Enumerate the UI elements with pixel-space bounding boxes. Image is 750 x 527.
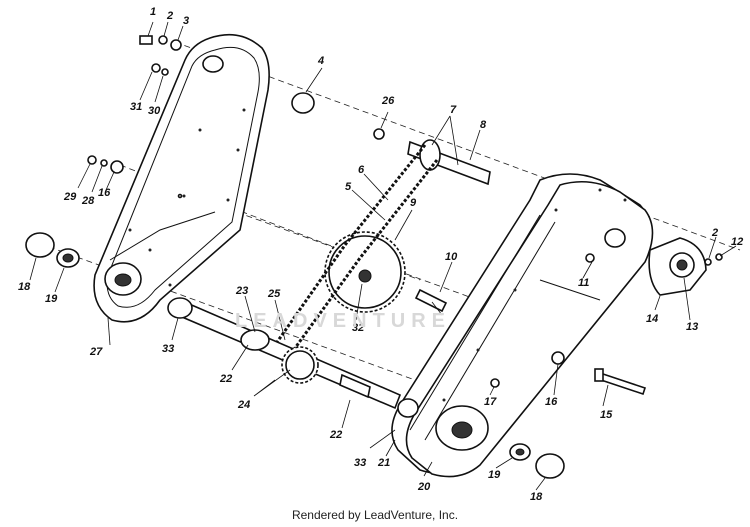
- callout-33-right: 33: [354, 457, 366, 469]
- callout-labels: 1 2 3 4 5 6 7 8 9 10 11 12 13 14 15 16 1…: [18, 6, 743, 503]
- callout-8: 8: [480, 119, 487, 131]
- leadventure-watermark: LEADVENTURE: [235, 310, 452, 332]
- callout-2-right: 2: [711, 227, 718, 239]
- callout-31: 31: [130, 101, 142, 113]
- callout-19-right: 19: [488, 469, 501, 481]
- pin-and-bolt: [414, 288, 647, 396]
- callout-3: 3: [183, 15, 189, 27]
- callout-5: 5: [345, 181, 352, 193]
- callout-26: 26: [381, 95, 395, 107]
- bearing-housing: [648, 237, 707, 296]
- callout-17: 17: [484, 396, 497, 408]
- callout-1: 1: [150, 6, 156, 18]
- callout-18-right: 18: [530, 491, 543, 503]
- callout-21: 21: [377, 457, 390, 469]
- callout-16-right: 16: [545, 396, 558, 408]
- leader-lines: [29, 21, 737, 491]
- callout-18-left: 18: [18, 281, 31, 293]
- callout-15: 15: [600, 409, 613, 421]
- callout-4: 4: [317, 55, 324, 67]
- callout-22-upper: 22: [219, 373, 232, 385]
- callout-27: 27: [89, 346, 103, 358]
- left-chain-case: [93, 33, 270, 323]
- callout-29: 29: [63, 191, 77, 203]
- upper-shaft: [291, 92, 491, 186]
- callout-10: 10: [445, 251, 458, 263]
- callout-23: 23: [235, 285, 248, 297]
- small-hardware: [25, 35, 723, 479]
- callout-28: 28: [81, 195, 95, 207]
- callout-20: 20: [417, 481, 431, 493]
- callout-7: 7: [450, 104, 457, 116]
- lower-shaft: [167, 297, 402, 410]
- callout-19-left: 19: [45, 293, 58, 305]
- callout-2: 2: [166, 10, 173, 22]
- callout-22-lower: 22: [329, 429, 342, 441]
- callout-32: 32: [352, 322, 364, 334]
- callout-6: 6: [358, 164, 365, 176]
- footer-credit: Rendered by LeadVenture, Inc.: [291, 508, 459, 522]
- callout-14: 14: [646, 313, 658, 325]
- callout-16-left: 16: [98, 187, 111, 199]
- drive-chain: [273, 144, 439, 356]
- callout-11: 11: [578, 277, 589, 289]
- callout-25: 25: [267, 288, 281, 300]
- callout-24: 24: [237, 399, 250, 411]
- callout-13: 13: [686, 321, 698, 333]
- callout-33-left: 33: [162, 343, 174, 355]
- callout-30: 30: [148, 105, 161, 117]
- large-sprocket: [324, 231, 406, 313]
- callout-9: 9: [410, 197, 417, 209]
- callout-12: 12: [731, 236, 743, 248]
